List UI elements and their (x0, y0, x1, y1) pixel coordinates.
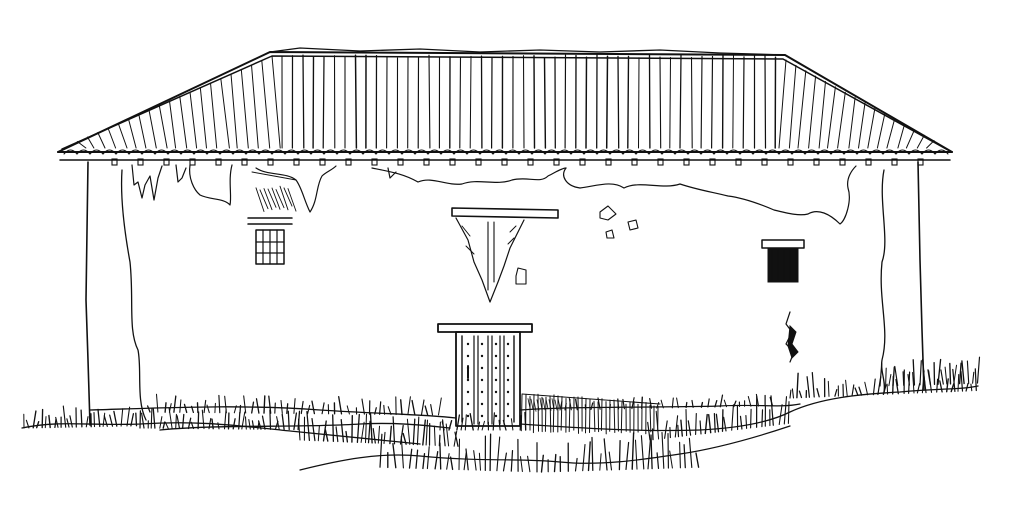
door (437, 323, 533, 427)
roof-tiles (281, 54, 777, 149)
walls (85, 161, 925, 426)
grass (23, 356, 981, 473)
roof-hip-right (778, 59, 935, 149)
upper-left-window (247, 171, 297, 265)
right-window (761, 239, 805, 283)
window-hatching (255, 185, 297, 212)
plaster-patches (131, 164, 857, 239)
roof-eave-tiles (63, 149, 949, 155)
roof-hip-left (76, 55, 281, 149)
roof (57, 47, 953, 166)
center-patch (451, 207, 559, 303)
wall-crack (785, 311, 799, 363)
